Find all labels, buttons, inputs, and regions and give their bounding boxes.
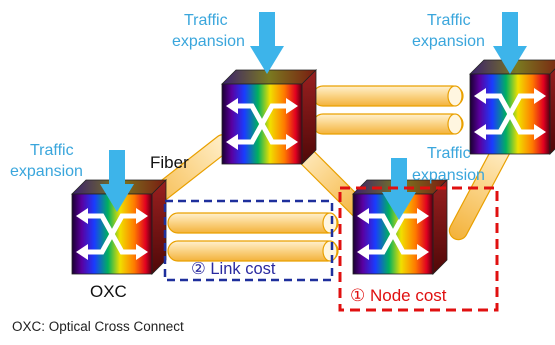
fiber-top-lower <box>312 113 464 135</box>
link-cost-label: ② Link cost <box>191 260 276 278</box>
oxc-node-top-center <box>222 70 316 164</box>
fiber-top-upper <box>312 85 464 107</box>
fiber-label: Fiber <box>150 153 189 172</box>
oxc-node-top-right <box>470 60 555 154</box>
expansion-label-right: expansion <box>412 167 485 184</box>
traffic-arrow-top-center <box>250 12 284 74</box>
expansion-label-top-center: expansion <box>172 33 245 50</box>
expansion-label-top-right: expansion <box>412 33 485 50</box>
link-cost-box <box>163 199 334 282</box>
traffic-label-top-center: Traffic <box>184 12 228 29</box>
oxc-label: OXC <box>90 282 127 301</box>
traffic-label-left: Traffic <box>30 142 74 159</box>
oxc-cube-icon <box>470 60 555 154</box>
traffic-label-right: Traffic <box>427 145 471 162</box>
node-cost-label: ① Node cost <box>350 286 447 305</box>
fiber-bottom-upper <box>167 212 339 234</box>
expansion-label-left: expansion <box>10 163 83 180</box>
fiber-bottom-lower <box>167 240 339 262</box>
down-arrow-icon <box>250 12 284 74</box>
traffic-label-top-right: Traffic <box>427 12 471 29</box>
oxc-footnote: OXC: Optical Cross Connect <box>12 319 184 334</box>
oxc-cube-icon <box>222 70 316 164</box>
node-cost-box <box>338 186 499 312</box>
